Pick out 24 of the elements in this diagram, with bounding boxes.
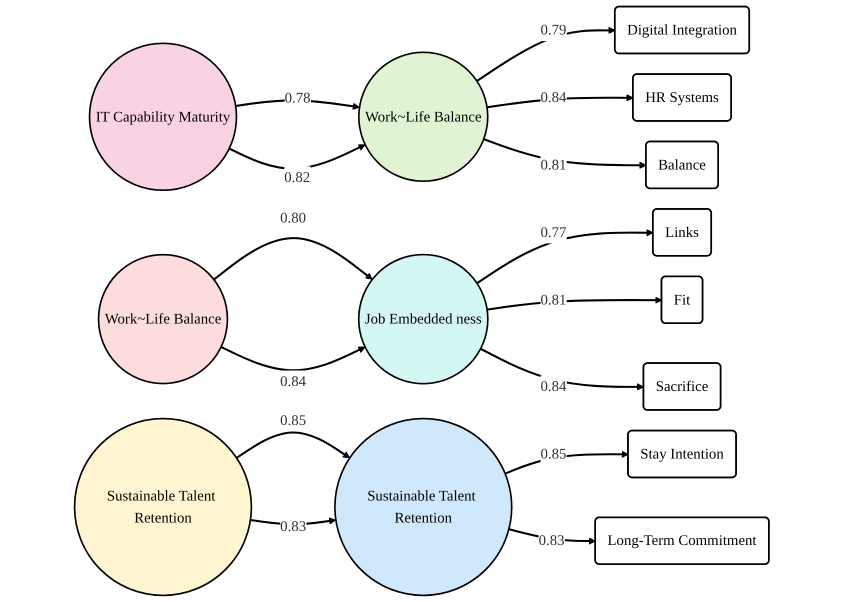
edge-label: 0.82	[284, 168, 310, 186]
node-circle: IT Capability Maturity	[88, 42, 238, 192]
edge-label: 0.84	[540, 88, 567, 106]
node-circle: Job Embedded ness	[358, 254, 489, 384]
edge-label: 0.79	[540, 21, 567, 38]
arrow	[236, 431, 350, 459]
node-circle: Sustainable Talent Retention	[74, 418, 252, 596]
edge-label: 0.84	[280, 372, 306, 390]
edge-label: 0.83	[280, 518, 306, 534]
edge-label: 0.78	[284, 89, 311, 106]
node-circle: Work~Life Balance	[358, 52, 489, 182]
edge-label: 0.80	[280, 209, 306, 226]
edge-label: 0.81	[540, 156, 567, 173]
arrow	[476, 229, 654, 284]
node-circle: Sustainable Talent Retention	[334, 418, 513, 596]
edge-label: 0.85	[280, 412, 306, 428]
node-circle: Work~Life Balance	[98, 254, 229, 384]
edge-label: 0.85	[540, 445, 567, 462]
edge-label: 0.81	[540, 291, 567, 308]
edge-label: 0.77	[540, 224, 567, 240]
arrow	[214, 237, 373, 280]
edge-label: 0.83	[538, 532, 565, 548]
arrow	[220, 346, 366, 372]
edge-label: 0.84	[540, 378, 567, 394]
